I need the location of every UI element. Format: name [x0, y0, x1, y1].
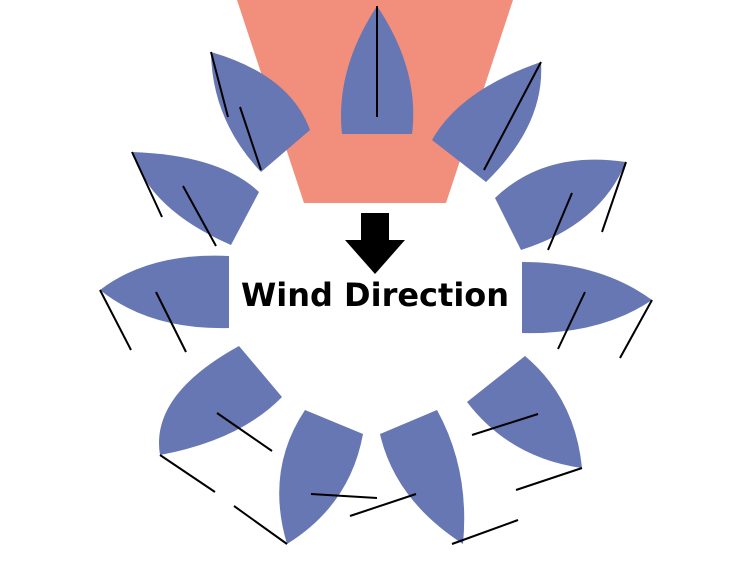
sail-top: [341, 6, 414, 134]
sail-lower-right: [467, 356, 583, 491]
sail-left-lower: [99, 255, 229, 353]
sail-lower-left: [158, 346, 282, 493]
arrow-down-icon: [345, 213, 405, 274]
sail-bottom-right: [349, 410, 519, 545]
sail-upper-left: [210, 51, 310, 172]
sail-upper-right: [432, 61, 542, 182]
sail-bottom-left: [233, 410, 378, 545]
diagram-title: Wind Direction: [240, 276, 510, 314]
sail-right-lower: [522, 262, 653, 359]
sail-right-upper: [495, 159, 627, 251]
sail-left-upper: [131, 151, 259, 247]
